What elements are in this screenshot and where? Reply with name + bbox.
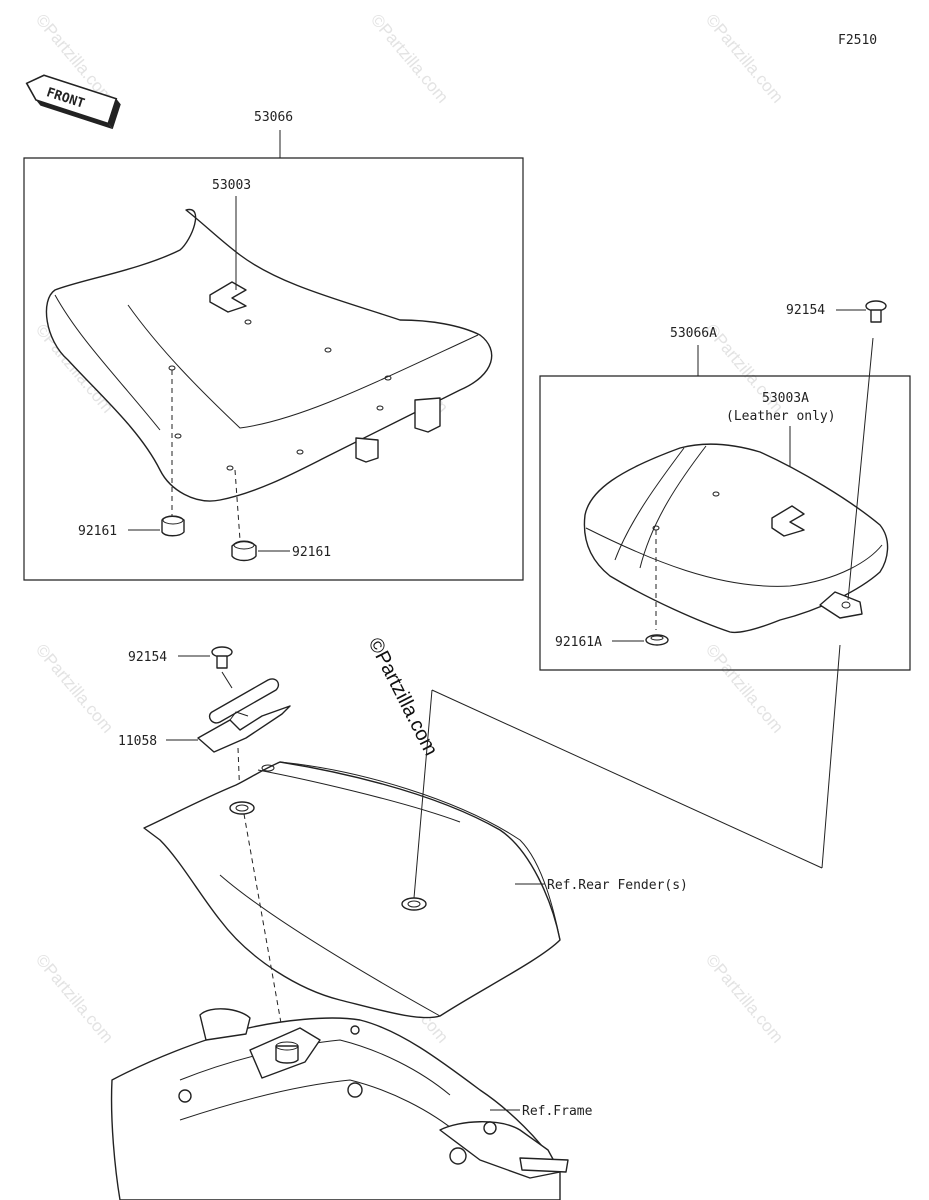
damper-icon[interactable]	[231, 540, 257, 562]
part-label-92161A: 92161A	[555, 635, 602, 650]
grommet-icon	[401, 897, 427, 911]
grommet-icon	[229, 801, 255, 815]
center-watermark: ©Partzilla.com	[364, 634, 442, 759]
watermark: ©Partzilla.com	[367, 10, 452, 106]
part-label-92161-left: 92161	[78, 524, 117, 539]
part-label-53066: 53066	[254, 110, 293, 125]
figure-code: F2510	[838, 33, 877, 48]
watermark: ©Partzilla.com	[32, 640, 117, 736]
hinge-group: 92154 11058	[118, 646, 291, 801]
watermark: ©Partzilla.com	[32, 950, 117, 1046]
frame: Ref.Frame	[110, 1008, 593, 1200]
damper-icon[interactable]	[161, 515, 185, 537]
rear-seat-note: (Leather only)	[726, 409, 836, 424]
rear-bolt: 92154	[786, 300, 887, 601]
rear-seat[interactable]	[583, 443, 889, 634]
part-label-53003A: 53003A	[762, 391, 809, 406]
rear-seat-group: 53066A 53003A (Leather only) 92161A	[539, 326, 911, 671]
part-label-92161-right: 92161	[292, 545, 331, 560]
ref-frame-label: Ref.Frame	[522, 1104, 593, 1119]
bolt-icon[interactable]	[865, 300, 887, 323]
front-seat-group: 53066 53003	[23, 110, 524, 581]
part-label-53066A: 53066A	[670, 326, 717, 341]
front-seat[interactable]	[45, 209, 493, 502]
part-label-92154-hinge: 92154	[128, 650, 167, 665]
watermark: ©Partzilla.com	[702, 640, 787, 736]
damper-icon[interactable]	[645, 634, 669, 646]
part-label-92154-rear: 92154	[786, 303, 825, 318]
watermark: ©Partzilla.com	[702, 950, 787, 1046]
ref-rear-fender-label: Ref.Rear Fender(s)	[547, 878, 688, 893]
rear-fender: Ref.Rear Fender(s)	[143, 761, 688, 1019]
part-label-11058: 11058	[118, 734, 157, 749]
front-arrow-icon: FRONT	[25, 74, 121, 130]
hinge-icon[interactable]	[197, 678, 291, 753]
part-label-53003: 53003	[212, 178, 251, 193]
watermark: ©Partzilla.com	[702, 10, 787, 106]
bolt-icon[interactable]	[211, 646, 233, 669]
